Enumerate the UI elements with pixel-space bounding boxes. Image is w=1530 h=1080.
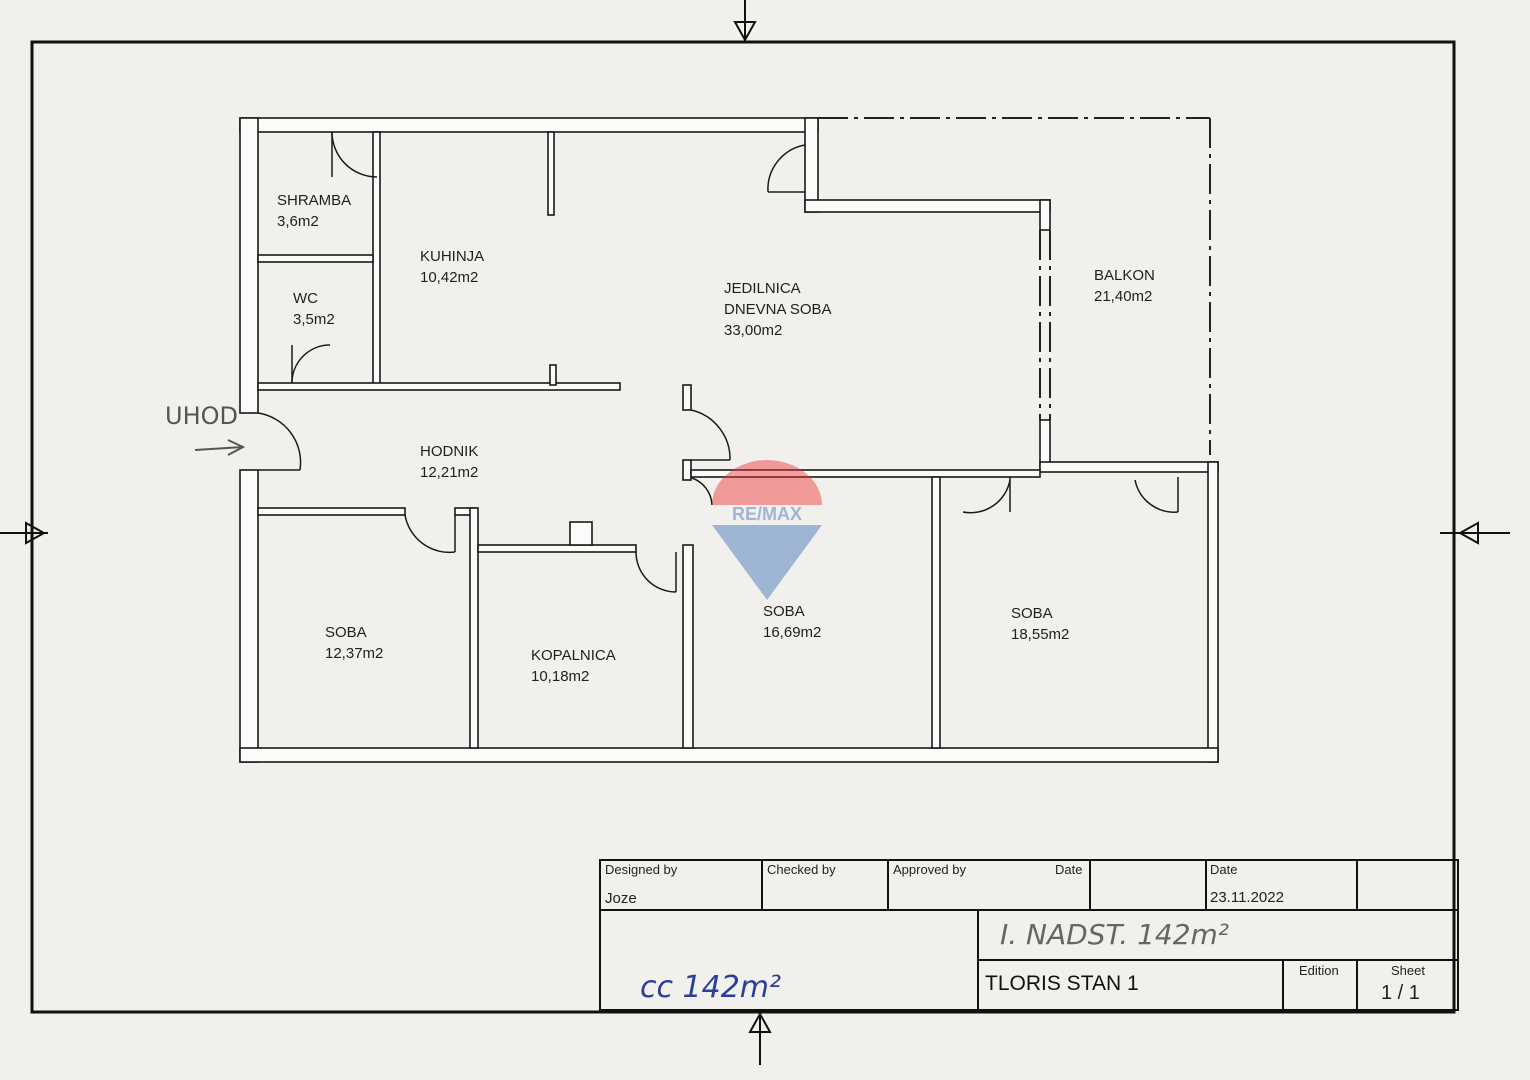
room-area: 16,69m2 (763, 624, 822, 641)
designed-by-label: Designed by (605, 862, 678, 877)
designed-by-value: Joze (605, 890, 637, 907)
room-name: KUHINJA (420, 248, 485, 265)
room-label-hodnik: HODNIK 12,21m2 (420, 441, 478, 483)
room-label-kuhinja: KUHINJA 10,42m2 (420, 246, 484, 288)
room-name: KOPALNICA (531, 647, 616, 664)
remax-watermark-logo: RE/MAX (712, 460, 822, 600)
room-label-soba-1: SOBA 12,37m2 (325, 622, 383, 664)
room-area: 3,5m2 (293, 311, 335, 328)
balcony-outline (818, 117, 1211, 455)
room-area: 18,55m2 (1011, 626, 1070, 643)
title-block-grid (599, 859, 1459, 1011)
handwritten-total-area: cc 142m² (640, 970, 782, 1005)
room-label-dnevna-soba: JEDILNICA DNEVNA SOBA 33,00m2 (724, 278, 832, 341)
handwritten-floor-note: I. NADST. 142m² (1000, 918, 1230, 951)
room-area: 12,21m2 (420, 464, 479, 481)
edition-label: Edition (1299, 963, 1339, 978)
room-label-soba-2: SOBA 16,69m2 (763, 601, 821, 643)
date-label-1: Date (1055, 862, 1083, 877)
entrance-note: UHOD (165, 402, 238, 430)
checked-by-label: Checked by (767, 862, 836, 877)
sheet-label: Sheet (1391, 963, 1425, 978)
room-label-wc: WC 3,5m2 (293, 288, 335, 330)
entrance-arrow-icon (194, 439, 246, 456)
room-label-soba-3: SOBA 18,55m2 (1011, 603, 1069, 645)
room-name: SOBA (1011, 605, 1053, 622)
room-name-2: DNEVNA SOBA (724, 301, 832, 318)
date-value: 23.11.2022 (1210, 889, 1284, 906)
room-name: JEDILNICA (724, 280, 801, 297)
center-markers (0, 0, 1510, 1065)
room-name: WC (293, 290, 318, 307)
date-label-2: Date (1210, 862, 1238, 877)
sheet-value: 1 / 1 (1381, 982, 1420, 1004)
room-name: SOBA (763, 603, 805, 620)
room-area: 12,37m2 (325, 645, 384, 662)
approved-by-label: Approved by (893, 862, 966, 877)
room-name: HODNIK (420, 443, 479, 460)
room-area: 33,00m2 (724, 322, 783, 339)
room-name: SOBA (325, 624, 367, 641)
room-area: 10,18m2 (531, 668, 590, 685)
walls (239, 117, 1219, 763)
room-label-balkon: BALKON 21,40m2 (1094, 265, 1155, 307)
room-label-kopalnica: KOPALNICA 10,18m2 (531, 645, 616, 687)
room-area: 3,6m2 (277, 213, 319, 230)
svg-text:RE/MAX: RE/MAX (732, 504, 802, 524)
room-label-shramba: SHRAMBA 3,6m2 (277, 190, 351, 232)
room-name: BALKON (1094, 267, 1155, 284)
room-name: SHRAMBA (277, 192, 352, 209)
door-swings (257, 131, 1179, 593)
drawing-title: TLORIS STAN 1 (985, 972, 1139, 995)
room-area: 10,42m2 (420, 269, 479, 286)
room-area: 21,40m2 (1094, 288, 1153, 305)
